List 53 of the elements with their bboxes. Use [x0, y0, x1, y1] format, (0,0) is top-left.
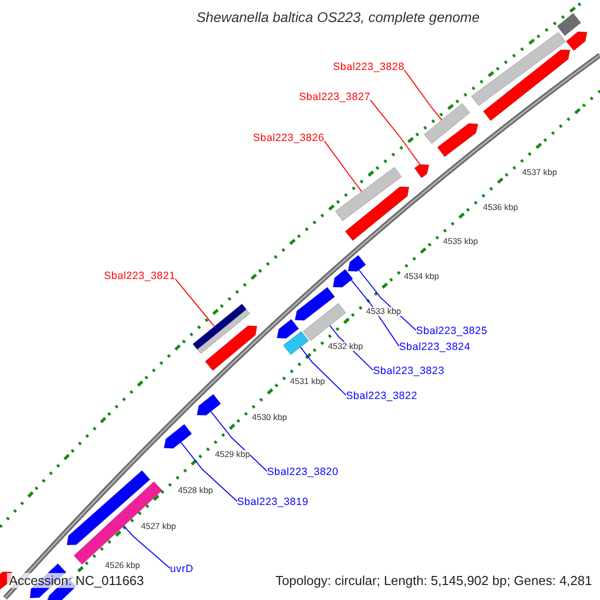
- gene-feature: [482, 49, 570, 122]
- tick-label: 4529 kbp: [215, 450, 250, 458]
- accession-text: Accession: NC_011663: [7, 573, 146, 588]
- leader-line: [324, 140, 362, 192]
- tick-label: 4536 kbp: [483, 203, 518, 212]
- genome-summary-text: Topology: circular; Length: 5,145,902 bp; Genes: 4,281: [273, 573, 594, 588]
- gene-label: uvrD: [170, 564, 194, 574]
- tick-label: 4528 kbp: [178, 486, 213, 494]
- leader-line: [210, 411, 268, 472]
- tick-label: 4537 kbp: [522, 168, 557, 176]
- gene-feature: [566, 31, 588, 52]
- gene-label: Sbal223_3826: [253, 133, 324, 144]
- tick-label: 4527 kbp: [141, 522, 176, 530]
- gene-feature: [556, 12, 582, 36]
- gene-feature: [414, 164, 430, 178]
- gene-feature: [276, 318, 300, 339]
- gene-feature: [282, 330, 310, 356]
- leader-line: [350, 279, 400, 347]
- gene-label: Sbal223_3825: [416, 326, 488, 336]
- gene-feature: [344, 186, 410, 242]
- gene-label: Sbal223_3827: [299, 92, 370, 102]
- gene-feature: [164, 424, 192, 449]
- tick-label: 4534 kbp: [404, 272, 439, 280]
- gene-feature: [332, 268, 354, 288]
- gene-feature: [424, 102, 470, 144]
- gene-label: Sbal223_3828: [333, 62, 404, 72]
- tick-label: 4526 kbp: [105, 561, 140, 570]
- leader-line: [404, 69, 442, 120]
- gene-label: Sbal223_3819: [237, 497, 308, 508]
- gene-feature: [302, 302, 346, 342]
- diagram-title: Shewanella baltica OS223, complete genome: [195, 10, 481, 24]
- gene-label: Sbal223_3821: [104, 271, 176, 282]
- gene-feature: [204, 326, 258, 372]
- gene-label: Sbal223_3822: [346, 391, 418, 402]
- gene-feature: [294, 286, 336, 321]
- tick-label: 4532 kbp: [328, 342, 363, 350]
- leader-line: [370, 99, 420, 165]
- gene-feature: [348, 254, 366, 272]
- gene-feature: [436, 123, 478, 158]
- tick-label: 4535 kbp: [443, 237, 478, 246]
- gene-feature: [470, 32, 566, 106]
- tick-label: 4533 kbp: [366, 307, 401, 316]
- gene-label: Sbal223_3824: [399, 342, 470, 352]
- leader-line: [174, 278, 216, 328]
- tick-label: 4530 kbp: [252, 413, 287, 422]
- leader-line: [300, 346, 346, 396]
- gene-feature: [334, 166, 402, 222]
- gene-label: Sbal223_3820: [267, 467, 338, 478]
- leader-line: [180, 442, 238, 502]
- gene-label: Sbal223_3823: [373, 366, 444, 376]
- tick-label: 4531 kbp: [290, 377, 325, 386]
- gene-feature: [196, 394, 222, 416]
- leader-line: [123, 525, 170, 569]
